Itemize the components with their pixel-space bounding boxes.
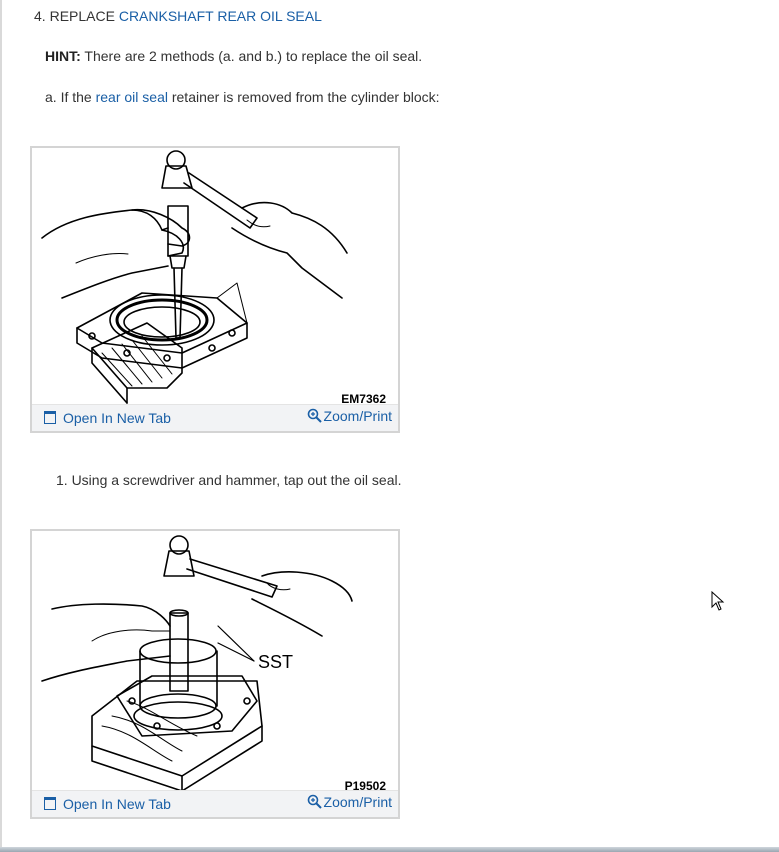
page-left-edge (0, 0, 2, 852)
sst-callout: SST (258, 652, 293, 672)
method-a-paragraph: a. If the rear oil seal retainer is remo… (45, 89, 440, 105)
hint-paragraph: HINT: There are 2 methods (a. and b.) to… (45, 48, 422, 64)
figure-code: EM7362 (341, 392, 386, 406)
figure-action-bar: Open In New Tab Zoom/Print (32, 790, 398, 817)
hint-text: There are 2 methods (a. and b.) to repla… (84, 48, 423, 64)
method-a-prefix: a. If the (45, 89, 92, 105)
open-in-new-tab-button[interactable]: Open In New Tab (44, 796, 171, 812)
sst-seal-install-illustration: SST (41, 535, 353, 791)
figure-p19502: SST P19502 Open In New Tab Zoom/Print (30, 529, 400, 819)
crankshaft-rear-oil-seal-link[interactable]: CRANKSHAFT REAR OIL SEAL (118, 8, 322, 24)
mouse-pointer-icon (711, 591, 725, 611)
magnifier-icon (307, 408, 322, 423)
figure-action-bar: Open In New Tab Zoom/Print (32, 404, 398, 431)
new-tab-icon (44, 411, 56, 424)
zoom-print-button[interactable]: Zoom/Print (307, 794, 392, 810)
zoom-label: Zoom/Print (323, 794, 392, 810)
new-tab-icon (44, 797, 56, 810)
zoom-label: Zoom/Print (323, 408, 392, 424)
open-label: Open In New Tab (63, 410, 171, 426)
magnifier-icon (307, 794, 322, 809)
open-label: Open In New Tab (63, 796, 171, 812)
step-prefix: REPLACE (49, 8, 115, 24)
substep-1: 1. Using a screwdriver and hammer, tap o… (56, 472, 402, 488)
zoom-print-button[interactable]: Zoom/Print (307, 408, 392, 424)
method-a-suffix: retainer is removed from the cylinder bl… (171, 89, 440, 105)
open-in-new-tab-button[interactable]: Open In New Tab (44, 410, 171, 426)
page-bottom-edge (0, 847, 779, 852)
figure-code: P19502 (344, 779, 386, 793)
step-number: 4. (34, 8, 46, 24)
rear-oil-seal-link[interactable]: rear oil seal (95, 89, 168, 105)
step-heading: 4. REPLACE CRANKSHAFT REAR OIL SEAL (34, 8, 322, 24)
hint-label: HINT: (45, 48, 81, 64)
oil-seal-removal-illustration (41, 150, 348, 404)
figure-em7362: EM7362 Open In New Tab Zoom/Print (30, 146, 400, 433)
